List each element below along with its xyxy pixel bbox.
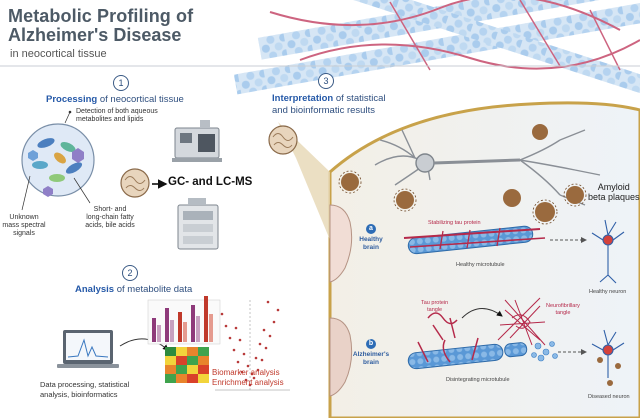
diseased-neuron-icon [591,329,625,386]
healthy-badge-circle [366,224,376,234]
ms-label: GC- and LC-MS [168,176,253,188]
step-3-heading-line2: and bioinformatic results [272,105,375,116]
step-2-heading: Analysis of metabolite data [75,284,192,295]
step-2-heading-rest: of metabolite data [114,284,193,295]
healthy-neuron-label: Healthy neuron [589,289,627,295]
zoom-wedge [278,122,330,240]
tangle-arrow [461,308,503,319]
neuro-line-2: tangle [555,310,571,316]
detection-label: Detection of both aqueous metabolites an… [76,108,158,124]
processing-line-1: Data processing, statistical [40,380,130,389]
step-3-heading-bold: Interpretation [272,93,334,104]
amyloid-plaques-icon [341,124,584,222]
step-3-heading-rest: of statistical [333,93,386,104]
amyloid-line-2: beta plaques [588,192,640,202]
neuron-illustration [374,129,601,206]
tau-tangle-line-1: Tau protein [421,300,449,306]
sample-circle [21,123,95,197]
data-processing-label: Data processing, statistical analysis, b… [40,380,129,400]
fatty-acids-label: Short- and long-chain fatty acids, bile … [72,206,148,230]
healthy-brain-icon [329,204,353,283]
step-3-badge: 3 [318,73,334,89]
step-2-heading-bold: Analysis [75,284,115,295]
healthy-badge: a [369,225,373,232]
interpretation-panel [328,101,640,418]
unknown-line-1: Unknown [9,214,39,221]
brain-section-icon [268,125,298,155]
header-microtubule-banner [233,0,640,97]
step-1-heading-rest: of neocortical tissue [97,94,184,105]
enrichment-analysis-label: Enrichment analysis [212,378,284,387]
tau-tangle-illustration [427,312,458,341]
gc-ms-instrument-icon [172,120,222,162]
page-subtitle: in neocortical tissue [10,48,107,60]
disintegrating-microtubule-label: Disintegrating microtubule [446,377,510,383]
bar-chart-thumbnail [147,296,221,345]
page-title-line1: Metabolic Profiling of [8,6,194,26]
healthy-brain-label: Healthy brain [357,236,385,252]
stabilizing-tau-label: Stabilizing tau protein [428,220,481,226]
alzheimers-brain-icon [329,317,353,397]
page-title-line2: Alzheimer's Disease [8,25,182,45]
fatty-line-2: long-chain fatty [86,214,134,221]
diseased-neuron-label: Diseased neuron [588,394,630,400]
neurofibrillary-tangle-label: Neurofibrillary tangle [546,303,580,317]
volcano-plot-thumbnail [215,300,290,391]
tau-tangle-label: Tau protein tangle [421,300,448,314]
neurofibrillary-tangle-illustration [497,297,546,346]
healthy-neuron-icon [591,219,625,284]
step-1-heading-bold: Processing [46,94,98,105]
disintegrating-microtubule-illustration [407,337,558,370]
alzheimers-badge-circle [366,339,376,349]
detection-line-2: metabolites and lipids [76,116,144,123]
unknown-line-3: signals [13,230,35,237]
alzheimers-brain-label: Alzheimer's brain [352,351,390,367]
healthy-microtubule-label: Healthy microtubule [456,262,505,268]
alz-line-1: Alzheimer's [352,351,390,358]
laptop-icon [57,330,119,368]
fatty-line-1: Short- and [93,206,127,213]
biomarker-analysis-label: Biomarker analysis [212,368,280,377]
step-2-badge: 2 [122,265,138,281]
neuro-line-1: Neurofibrillary [546,303,580,309]
unknown-line-2: mass spectral [2,222,46,229]
amyloid-label: Amyloid beta plaques [588,182,640,202]
detection-line-1: Detection of both aqueous [76,108,158,115]
step-3-heading: Interpretation of statistical and bioinf… [272,93,386,117]
step-1-heading: Processing of neocortical tissue [46,94,184,105]
tau-tangle-line-2: tangle [427,307,443,313]
brain-tissue-icon [120,168,150,198]
step-1-badge: 1 [113,75,129,91]
processing-line-2: analysis, bioinformatics [40,390,118,399]
amyloid-line-1: Amyloid [597,182,630,192]
healthy-microtubule-illustration [403,225,546,255]
alzheimers-badge: b [368,340,374,347]
healthy-line-2: brain [363,244,379,251]
healthy-line-1: Healthy [359,236,383,243]
alz-line-2: brain [363,359,379,366]
unknown-signals-label: Unknown mass spectral signals [2,214,46,238]
heatmap-thumbnail [165,347,209,383]
lc-ms-instrument-icon [177,198,219,250]
analysis-labels: Biomarker analysis Enrichment analysis [212,368,284,388]
fatty-line-3: acids, bile acids [85,222,135,229]
